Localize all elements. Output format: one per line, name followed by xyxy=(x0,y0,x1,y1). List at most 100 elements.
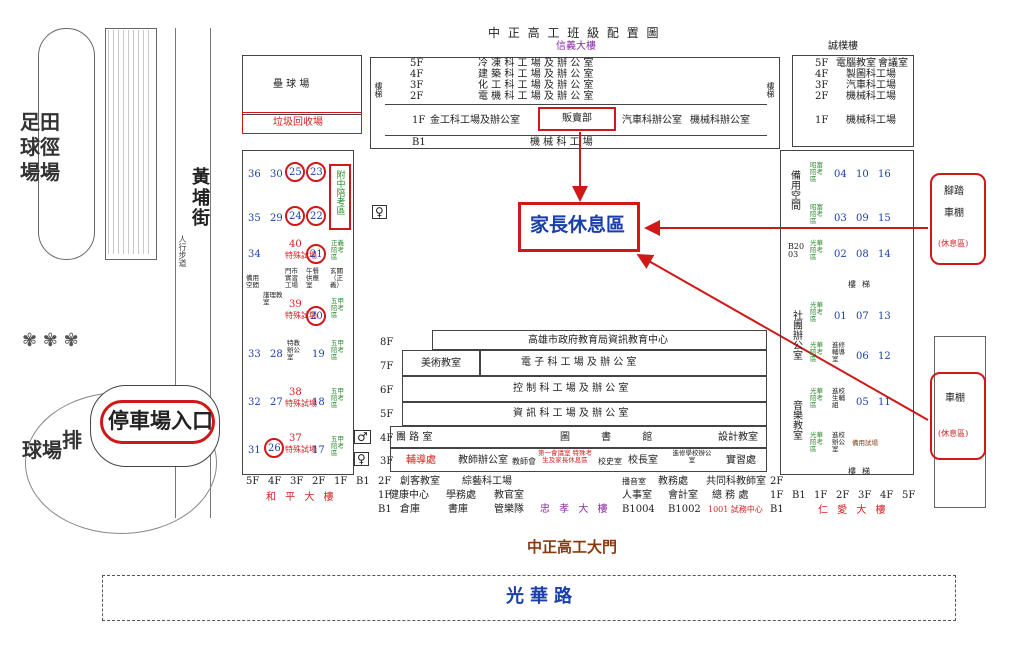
east-exam-b3: 光華陪考區 xyxy=(810,341,823,363)
advance-office: 進校辦公室 xyxy=(832,431,845,453)
room-12: 12 xyxy=(878,351,891,362)
room-23: 23 xyxy=(310,167,323,178)
mid-4f: 4F xyxy=(380,433,394,444)
room-17: 17 xyxy=(312,445,325,456)
east-floor-2f: 2F xyxy=(836,490,850,501)
road xyxy=(102,575,956,621)
room-21: 21 xyxy=(310,249,323,260)
advance-group: 進校生輔組 xyxy=(832,387,845,409)
mid-1f-r: 1F xyxy=(770,490,784,501)
east-5f-a: 電腦教室 xyxy=(836,58,876,69)
principal-room: 校長室 xyxy=(628,455,658,466)
north-b1: B1 xyxy=(412,137,426,148)
east-floor-b1: B1 xyxy=(792,490,806,501)
first-meeting: 第一會議室 特殊考生及家長休息區 xyxy=(537,449,593,464)
east-floor-4f: 4F xyxy=(880,490,894,501)
special-38: 特殊試場 xyxy=(285,399,317,408)
mid-7f: 7F xyxy=(380,361,394,372)
room-13: 13 xyxy=(878,311,891,322)
room-04: 04 xyxy=(834,169,847,180)
room-32: 32 xyxy=(248,397,261,408)
recycle-label: 垃圾回收場 xyxy=(273,117,323,128)
east-3f-a: 汽車科工場 xyxy=(846,80,896,91)
mech-office: 機械科辦公室 xyxy=(690,115,750,126)
east-spare: 備用空間 xyxy=(788,170,800,210)
east-exam-b5: 光華陪考區 xyxy=(810,431,823,453)
parents-rest-label: 家長休息區 xyxy=(530,214,626,236)
room-35: 35 xyxy=(248,213,261,224)
room-39: 39 xyxy=(289,299,302,310)
bike-shed xyxy=(930,173,986,265)
auto-office: 汽車科辦公室 xyxy=(622,115,682,126)
east-building xyxy=(792,55,914,147)
band: 管樂隊 xyxy=(494,504,524,515)
design-room: 設計教室 xyxy=(718,432,758,443)
car-rest: (休息區) xyxy=(938,429,969,438)
room-29: 29 xyxy=(270,213,283,224)
road-room: 團 路 室 xyxy=(396,432,433,443)
mid-2f: 2F xyxy=(378,476,392,487)
exam-zone-c2: 五甲陪考區 xyxy=(331,339,344,361)
restroom-icon-2: ♂ xyxy=(354,430,371,444)
exam-zone-b: 正義陪考區 xyxy=(331,239,344,261)
east-3f: 3F xyxy=(815,80,829,91)
room-19: 19 xyxy=(312,349,325,360)
exam-zone-c3: 五甲陪考區 xyxy=(331,387,344,409)
north-floor-2f: 2F xyxy=(410,91,424,102)
east-stairs: 樓梯 xyxy=(848,280,876,289)
room-25: 25 xyxy=(289,167,302,178)
personnel: 人事室 xyxy=(622,490,652,501)
main-gate: 中正高工大門 xyxy=(527,538,618,556)
creative-room: 創客教室 xyxy=(400,476,440,487)
room-31: 31 xyxy=(248,445,261,456)
west-floor-5f: 5F xyxy=(246,476,260,487)
metal-shop: 金工科工場及辦公室 xyxy=(430,115,520,126)
ball-field-label: 球場 xyxy=(22,438,62,462)
mid-6f: 6F xyxy=(380,385,394,396)
north-building-label: 信義大樓 xyxy=(556,41,596,52)
east-exam-a2: 昭富陪考區 xyxy=(810,203,823,225)
electronics: 電 子 科 工 場 及 辦 公 室 xyxy=(521,357,637,368)
room-01: 01 xyxy=(834,311,847,322)
exam-zone-c1: 五甲陪考區 xyxy=(331,297,344,319)
lunch-room: 午餐供應室 xyxy=(306,267,319,289)
b1004: B1004 xyxy=(622,504,655,515)
art-room: 美術教室 xyxy=(402,350,480,376)
street-label: 黃 埔 街 xyxy=(192,167,210,230)
east-building-name: 誠樸樓 xyxy=(828,41,858,52)
music-room: 音樂教室 xyxy=(790,400,802,440)
east-2f: 2F xyxy=(815,91,829,102)
shop-box xyxy=(538,107,616,131)
advance-room: 進修輔導室 xyxy=(832,341,845,363)
nursing-room: 護理教室 xyxy=(263,291,283,306)
b1002: B1002 xyxy=(668,504,701,515)
gate-shop: 門市實習工場 xyxy=(285,267,298,289)
baseball-label: 壘 球 場 xyxy=(273,79,310,90)
north-dept-2f: 電 機 科 工 場 及 辦 公 室 xyxy=(478,91,594,102)
room-09: 09 xyxy=(856,213,869,224)
room-22: 22 xyxy=(310,211,323,222)
room-33: 33 xyxy=(248,349,261,360)
room-10: 10 xyxy=(856,169,869,180)
military-office: 教官室 xyxy=(494,490,524,501)
room-07: 07 xyxy=(856,311,869,322)
common-teachers: 共同科教師室 xyxy=(706,476,766,487)
general-affairs: 總 務 處 xyxy=(712,490,749,501)
room-27: 27 xyxy=(270,397,283,408)
east-4f: 4F xyxy=(815,69,829,80)
room-02: 02 xyxy=(834,249,847,260)
teacher-assoc: 教師會 xyxy=(512,457,536,466)
mid-5f: 5F xyxy=(380,409,394,420)
north-floor-4f: 4F xyxy=(410,69,424,80)
spare-space: 備用空間 xyxy=(246,274,259,289)
book-store: 書庫 xyxy=(448,504,468,515)
mid-8f: 8F xyxy=(380,337,394,348)
restroom-icon-3: ♀ xyxy=(354,452,369,466)
continuing-office: 進修學校辦公室 xyxy=(672,449,712,464)
room-11: 11 xyxy=(878,397,891,408)
exam-zone-a: 附中陪考區 xyxy=(334,170,345,215)
comprehensive: 綜藝科工場 xyxy=(462,476,512,487)
spare-rooms: 備用試場 xyxy=(852,439,878,447)
parents-rest-box xyxy=(518,202,640,252)
